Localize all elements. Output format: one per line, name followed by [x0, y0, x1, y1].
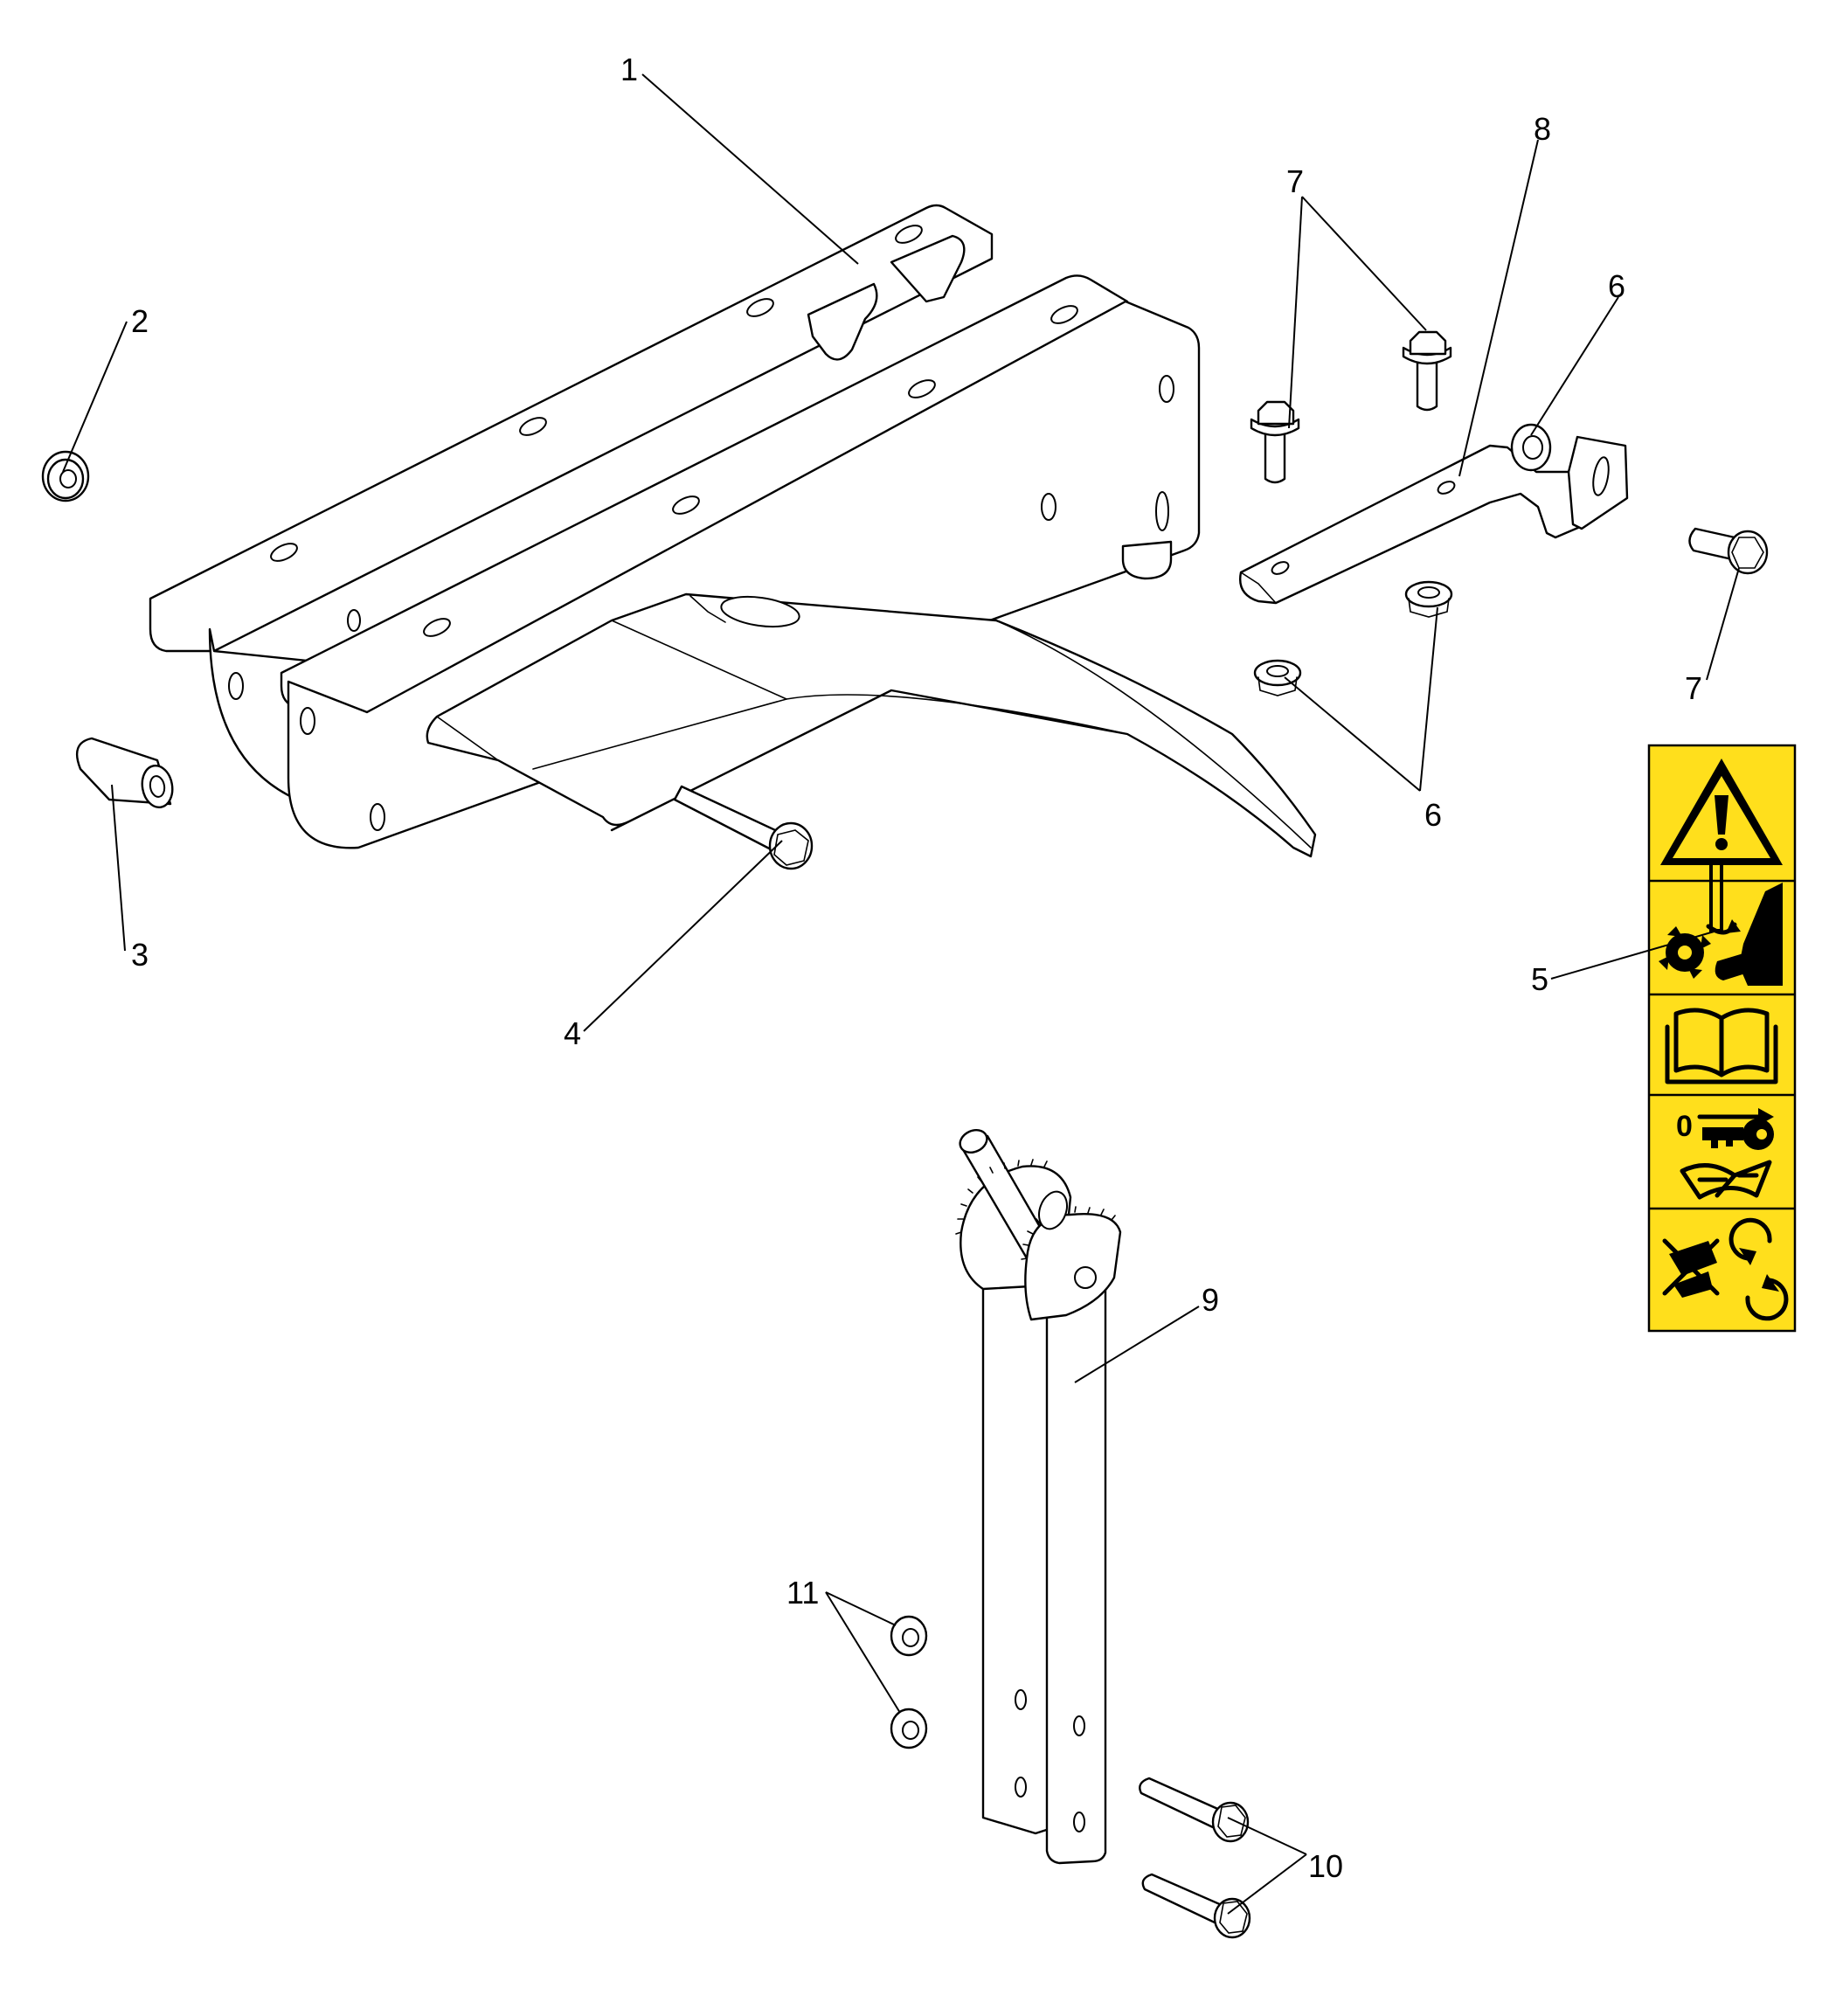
callout-8: 8: [1534, 111, 1551, 147]
bolt-10b: [1141, 1873, 1251, 1939]
flange-nut-6a: [1510, 423, 1552, 472]
callout-2: 2: [131, 303, 149, 339]
flange-nut-6c: [1253, 659, 1302, 696]
key-off-manual-icon: 0: [1676, 1108, 1774, 1200]
callout-6a: 6: [1608, 268, 1625, 304]
warning-triangle-icon: [1660, 759, 1783, 865]
flange-bolt-7a: [1250, 400, 1300, 484]
callout-7a: 7: [1286, 163, 1304, 199]
no-hand-rotating-icon: [1662, 1217, 1789, 1321]
mounting-plate: [1239, 435, 1629, 605]
decal-zero-text: 0: [1676, 1110, 1693, 1143]
callout-10: 10: [1308, 1848, 1343, 1884]
nut-11b: [890, 1708, 928, 1749]
flange-nut-6b: [1404, 580, 1453, 618]
rotating-blade-hand-icon: [1659, 859, 1783, 986]
bolt-4: [673, 785, 814, 870]
callout-7b: 7: [1685, 670, 1702, 706]
guide-chute: [426, 592, 1317, 858]
callout-labels: 1 2 3 4 5 6 6 7 7 8 9 10 11: [131, 52, 1702, 1884]
flange-bolt-7c: [1688, 527, 1769, 575]
flange-bolt-7b: [1402, 330, 1452, 412]
safety-decal: 0: [1647, 744, 1797, 1333]
callout-11: 11: [786, 1575, 819, 1611]
callout-1: 1: [620, 52, 638, 87]
callout-3: 3: [131, 937, 149, 973]
callout-5: 5: [1531, 961, 1548, 997]
nut-11a: [890, 1615, 928, 1657]
callout-4: 4: [564, 1015, 581, 1051]
bolt-10a: [1139, 1777, 1250, 1843]
flange-nut-2: [41, 450, 90, 502]
callout-6b: 6: [1424, 797, 1442, 833]
spacer-3: [76, 737, 174, 809]
operator-manual-icon: [1665, 1008, 1778, 1084]
leader-lines: [62, 73, 1740, 1915]
handle-arm: [955, 1128, 1122, 1865]
callout-9: 9: [1202, 1282, 1219, 1318]
